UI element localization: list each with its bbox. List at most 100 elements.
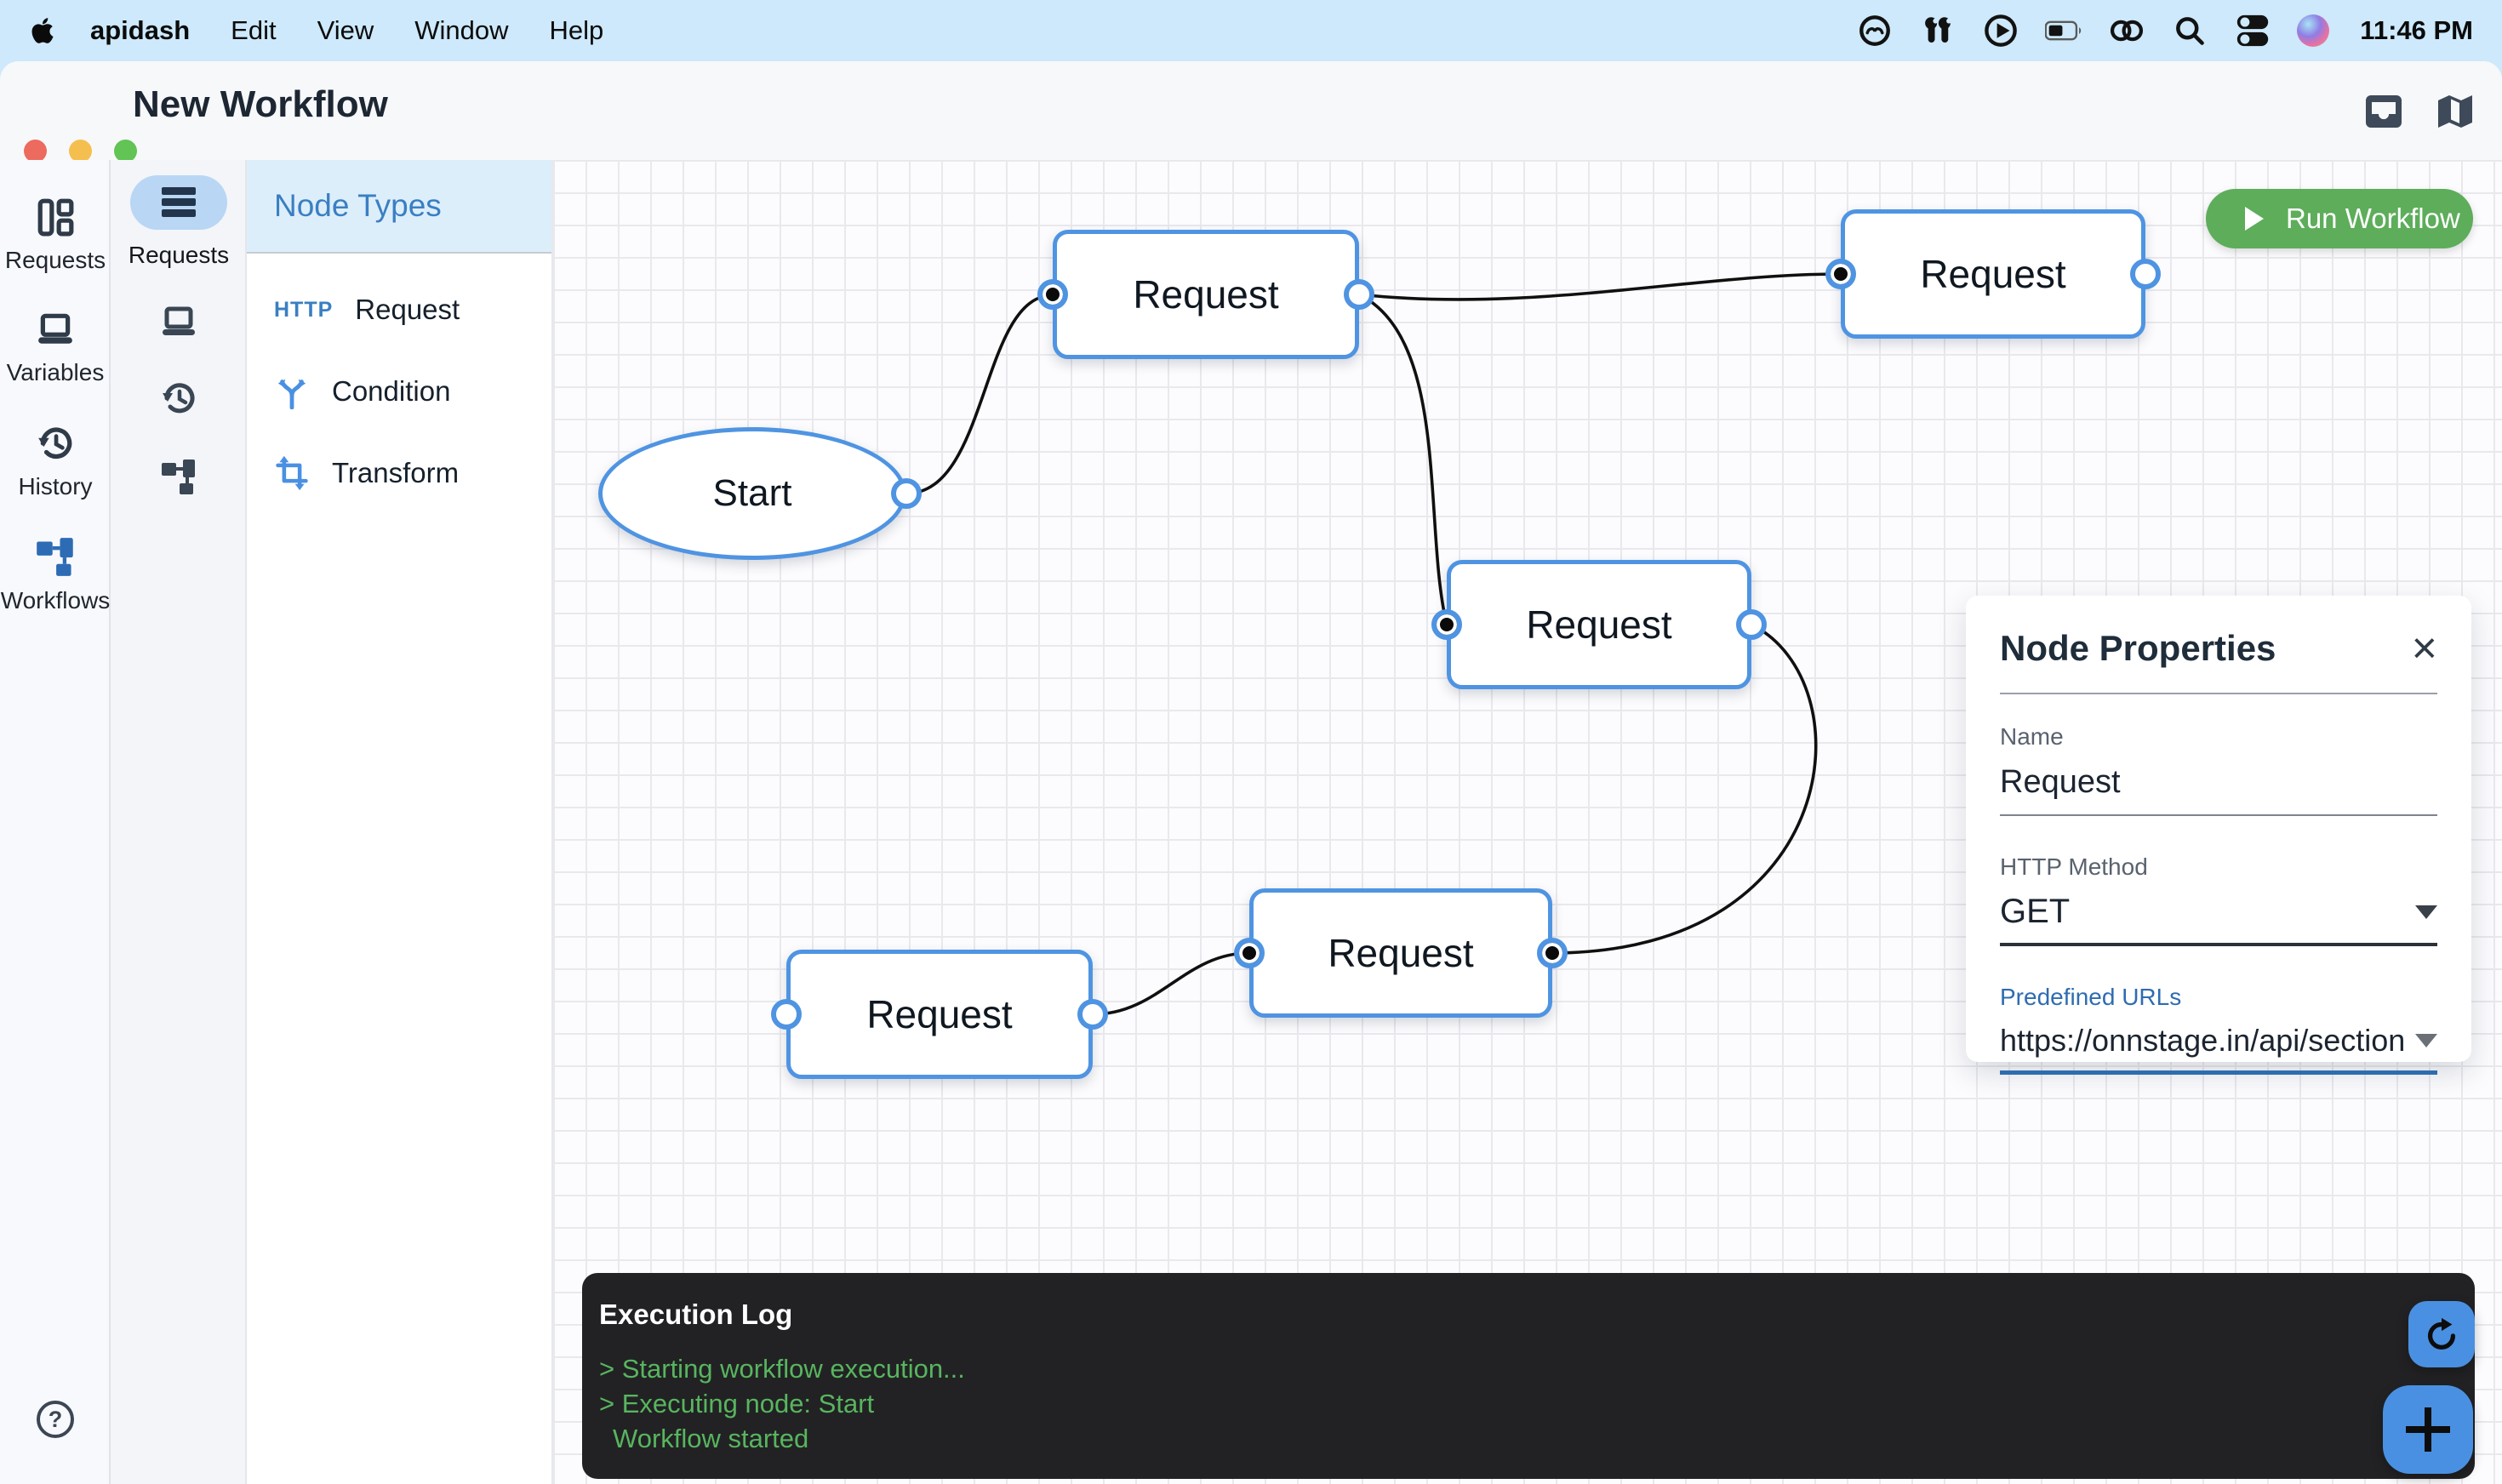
divider [2000, 693, 2437, 694]
port-request1-out[interactable] [1344, 279, 1374, 310]
tray-icon[interactable] [2364, 92, 2403, 131]
name-input[interactable]: Request [2000, 764, 2437, 816]
airpods-icon[interactable] [1919, 12, 1956, 49]
menu-edit[interactable]: Edit [231, 15, 277, 45]
control-center-icon[interactable] [2234, 12, 2271, 49]
node-types-panel: Node Types HTTP Request Condition Transf… [247, 160, 553, 1484]
secondary-sidebar: Requests [111, 160, 247, 1484]
node-properties-title: Node Properties [2000, 628, 2276, 668]
sidebar-label: Workflows [0, 587, 111, 614]
help-button[interactable]: ? [0, 1401, 111, 1438]
node-request-1[interactable]: Request [1053, 230, 1359, 359]
subnav-history[interactable] [111, 380, 247, 417]
port-request2-out[interactable] [2130, 259, 2161, 289]
node-request-3[interactable]: Request [1447, 560, 1751, 689]
execution-log-panel: Execution Log > Starting workflow execut… [582, 1273, 2475, 1479]
node-start[interactable]: Start [598, 427, 906, 560]
node-label: Request [1920, 252, 2066, 296]
sidebar-item-workflows[interactable]: Workflows [0, 536, 111, 614]
menu-view[interactable]: View [317, 15, 374, 45]
node-request-5[interactable]: Request [1249, 888, 1552, 1018]
close-icon[interactable]: × [2411, 624, 2437, 673]
workflow-tree-icon [162, 459, 195, 494]
refresh-icon [2427, 1317, 2456, 1350]
help-icon: ? [37, 1401, 74, 1438]
execution-log-title: Execution Log [599, 1298, 793, 1330]
port-request1-in[interactable] [1037, 279, 1068, 310]
port-request3-out[interactable] [1736, 609, 1767, 640]
urls-field-label: Predefined URLs [2000, 984, 2182, 1010]
http-icon: HTTP [274, 297, 334, 322]
node-request-4[interactable]: Request [786, 950, 1093, 1079]
method-value: GET [2000, 893, 2071, 930]
port-start-out[interactable] [891, 478, 922, 509]
plus-icon [2406, 1407, 2450, 1452]
node-type-label: Request [355, 294, 460, 325]
page-title: New Workflow [133, 83, 388, 125]
node-label: Request [1526, 602, 1672, 647]
close-window-button[interactable] [24, 140, 47, 163]
http-method-select[interactable]: GET [2000, 893, 2437, 946]
port-request5-in[interactable] [1234, 938, 1265, 968]
history-clock-icon [38, 427, 72, 459]
predefined-urls-select[interactable]: https://onnstage.in/api/section [2000, 1023, 2437, 1075]
node-request-2[interactable]: Request [1841, 209, 2145, 339]
map-icon[interactable] [2436, 92, 2475, 131]
refresh-button[interactable] [2408, 1301, 2475, 1367]
play-circle-icon[interactable] [1982, 12, 2019, 49]
subnav-workflows[interactable] [111, 458, 247, 495]
sidebar-item-history[interactable]: History [0, 424, 111, 500]
run-workflow-button[interactable]: Run Workflow [2206, 189, 2473, 248]
port-request4-in[interactable] [771, 999, 802, 1030]
laptop-icon [163, 306, 195, 335]
node-types-header: Node Types [247, 160, 551, 254]
node-properties-panel: Node Properties × Name Request HTTP Meth… [1966, 596, 2471, 1075]
node-label: Request [1133, 272, 1279, 317]
creative-cloud-icon[interactable] [1856, 12, 1894, 49]
menu-window[interactable]: Window [414, 15, 509, 45]
node-type-condition[interactable]: Condition [247, 351, 551, 432]
node-type-transform[interactable]: Transform [247, 432, 551, 514]
link-icon[interactable] [2108, 12, 2145, 49]
zoom-window-button[interactable] [114, 140, 137, 163]
run-workflow-label: Run Workflow [2286, 203, 2460, 234]
search-icon[interactable] [2171, 12, 2208, 49]
apple-menu-icon[interactable] [31, 15, 56, 46]
macos-menubar: apidash Edit View Window Help [0, 0, 2502, 61]
menu-help[interactable]: Help [549, 15, 604, 45]
minimize-window-button[interactable] [69, 140, 92, 163]
port-request4-out[interactable] [1077, 999, 1108, 1030]
node-label: Request [866, 992, 1013, 1036]
node-type-request[interactable]: HTTP Request [247, 269, 551, 351]
battery-icon[interactable] [2045, 12, 2082, 49]
log-line: Workflow started [613, 1424, 809, 1453]
branch-icon [277, 379, 306, 409]
execution-log-lines: > Starting workflow execution... > Execu… [599, 1351, 2475, 1456]
urls-value: https://onnstage.in/api/section [2000, 1023, 2406, 1058]
sidebar-label: History [18, 473, 93, 499]
sidebar-label: Variables [6, 359, 105, 385]
transform-crop-icon [276, 455, 308, 491]
name-field-label: Name [2000, 723, 2064, 750]
menubar-clock[interactable]: 11:46 PM [2360, 15, 2473, 45]
port-request3-in[interactable] [1431, 609, 1462, 640]
window-header: New Workflow [0, 61, 2502, 163]
sidebar-label: Requests [4, 247, 106, 273]
add-node-button[interactable] [2383, 1385, 2473, 1474]
subnav-variables[interactable] [111, 303, 247, 340]
port-request2-in[interactable] [1825, 259, 1856, 289]
siri-icon[interactable] [2297, 14, 2330, 47]
sidebar-item-variables[interactable]: Variables [0, 310, 111, 386]
subnav-requests-active[interactable] [130, 175, 227, 230]
workflow-tree-icon [37, 538, 73, 576]
laptop-icon [38, 313, 72, 344]
menubar-app-name[interactable]: apidash [90, 15, 191, 45]
layout-columns-icon [37, 198, 74, 237]
method-field-label: HTTP Method [2000, 853, 2148, 880]
chevron-down-icon [2415, 905, 2437, 919]
list-rows-icon [162, 187, 196, 217]
node-label: Request [1328, 931, 1474, 975]
sidebar-item-requests[interactable]: Requests [0, 197, 111, 274]
port-request5-out[interactable] [1537, 938, 1568, 968]
